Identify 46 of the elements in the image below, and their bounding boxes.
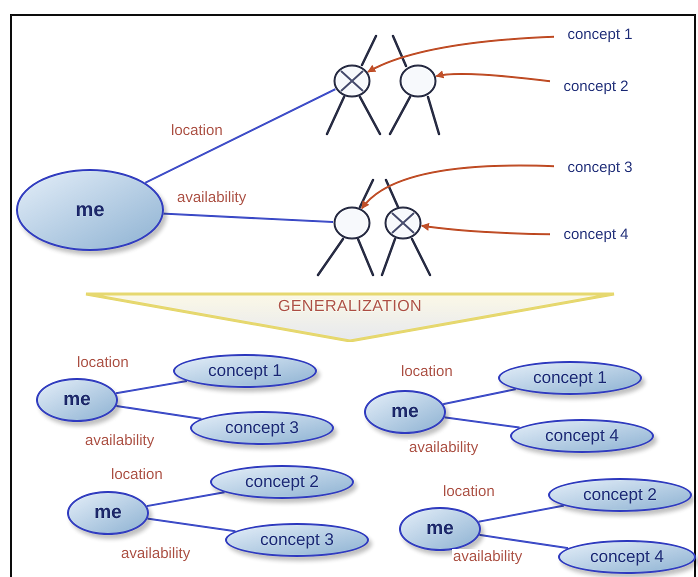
arrow bbox=[420, 222, 550, 236]
connector-line bbox=[116, 380, 188, 394]
edge-label: location bbox=[442, 484, 496, 499]
concept-ellipse: concept 1 bbox=[173, 354, 317, 388]
concept-label: concept 1 bbox=[557, 25, 643, 45]
connector-line bbox=[479, 534, 568, 550]
edge-label: availability bbox=[176, 190, 248, 205]
arrow bbox=[361, 164, 554, 210]
crossed-circle bbox=[333, 64, 371, 98]
concept-ellipse: concept 3 bbox=[190, 411, 334, 445]
connector-line bbox=[443, 388, 516, 406]
connector-line bbox=[147, 518, 236, 532]
connector-line bbox=[444, 416, 520, 429]
concept-ellipse: concept 2 bbox=[210, 465, 354, 499]
crossed-circle bbox=[384, 206, 422, 240]
generalization-banner: GENERALIZATION bbox=[85, 292, 615, 342]
concept-ellipse: concept 4 bbox=[510, 419, 654, 453]
empty-circle bbox=[399, 64, 437, 98]
me-ellipse: me bbox=[36, 378, 118, 422]
edge-label: location bbox=[400, 364, 454, 379]
me-ellipse: me bbox=[399, 507, 481, 551]
connector-line bbox=[144, 88, 336, 184]
concept-ellipse: concept 4 bbox=[558, 540, 696, 574]
connector-line bbox=[146, 491, 225, 508]
connector-line bbox=[478, 504, 564, 523]
concept-ellipse: concept 2 bbox=[548, 478, 692, 512]
concept-label: concept 3 bbox=[557, 158, 643, 178]
edge-label: availability bbox=[452, 549, 524, 564]
connector-line bbox=[116, 404, 202, 420]
edge-label: availability bbox=[408, 440, 480, 455]
me-ellipse: me bbox=[16, 169, 164, 251]
concept-ellipse: concept 3 bbox=[225, 523, 369, 557]
concept-label: concept 2 bbox=[553, 77, 639, 97]
edge-label: location bbox=[170, 123, 224, 138]
edge-label: location bbox=[110, 467, 164, 482]
concept-ellipse: concept 1 bbox=[498, 361, 642, 395]
empty-circle bbox=[333, 206, 371, 240]
connector-line bbox=[164, 212, 334, 224]
concept-label: concept 4 bbox=[553, 225, 639, 245]
me-ellipse: me bbox=[67, 491, 149, 535]
arrow bbox=[435, 70, 550, 82]
edge-label: availability bbox=[84, 433, 156, 448]
me-ellipse: me bbox=[364, 390, 446, 434]
edge-label: availability bbox=[120, 546, 192, 561]
edge-label: location bbox=[76, 355, 130, 370]
arrow bbox=[367, 36, 554, 73]
